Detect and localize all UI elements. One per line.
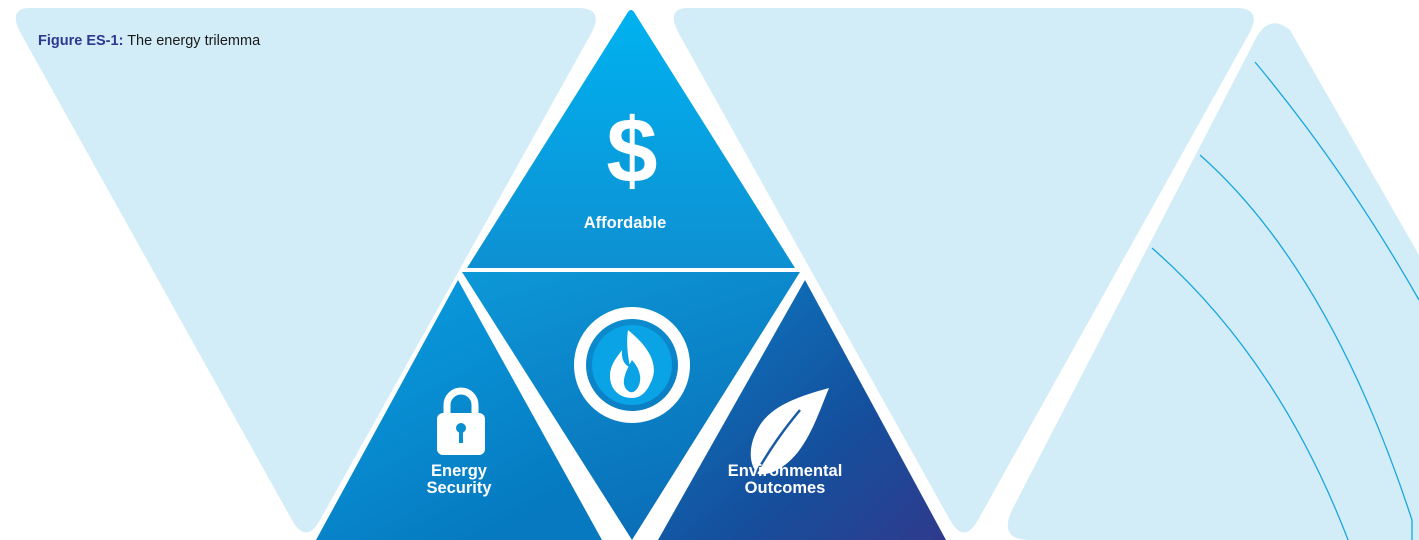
dollar-icon: $ (606, 100, 657, 202)
padlock-icon (437, 387, 485, 455)
segment-affordable (467, 10, 795, 268)
figure-title: The energy trilemma (127, 33, 261, 49)
curve-line (1151, 247, 1351, 540)
curve-line (1199, 154, 1413, 540)
environmental-outcomes-label: Environmental Outcomes (690, 463, 880, 497)
affordable-label: Affordable (540, 215, 710, 232)
background-shape-right (1007, 23, 1419, 540)
environmental-outcomes-line1: Environmental (727, 462, 843, 480)
segment-center (462, 272, 800, 540)
energy-security-label: Energy Security (399, 463, 519, 497)
segment-energy-security (316, 280, 602, 540)
energy-security-line2: Security (426, 479, 492, 497)
energy-security-line1: Energy (431, 462, 487, 480)
figure-caption: Figure ES-1: The energy trilemma (38, 33, 260, 49)
environmental-outcomes-line2: Outcomes (744, 479, 826, 497)
decorative-curves (1151, 61, 1419, 540)
leaf-icon (749, 388, 829, 483)
curve-line (1254, 61, 1419, 301)
figure-label: Figure ES-1: (38, 33, 124, 49)
gas-flame-icon (574, 307, 690, 423)
background-shape-middle (673, 8, 1254, 533)
background-shape-left (15, 8, 596, 533)
affordable-text: Affordable (583, 214, 667, 232)
